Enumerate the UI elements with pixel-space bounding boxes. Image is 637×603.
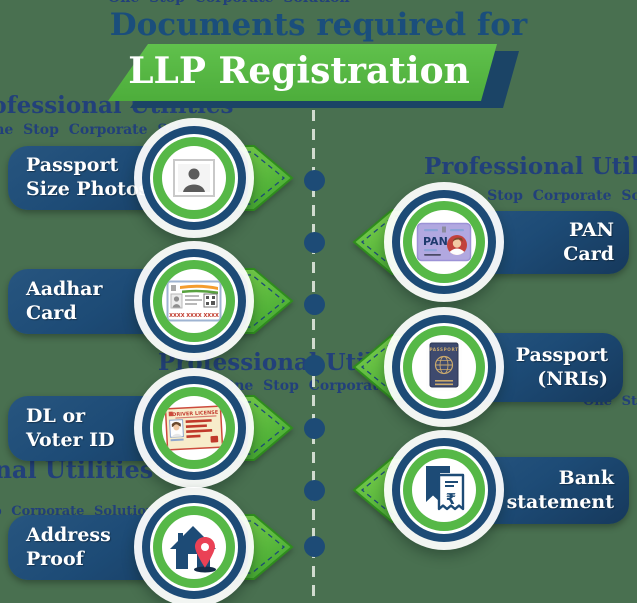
doc-label: Aadhar Card: [26, 277, 103, 324]
doc-circle: DRIVER LICENSE: [134, 368, 254, 488]
doc-label: PAN Card: [563, 218, 614, 265]
pan-card-icon: PAN: [416, 222, 472, 262]
address-proof-icon: [170, 526, 216, 573]
doc-circle: ₹: [384, 430, 504, 550]
timeline-dot: [304, 294, 325, 315]
banner-title: LLP Registration: [128, 50, 470, 92]
doc-circle: [134, 487, 254, 603]
doc-label: Address Proof: [26, 523, 111, 570]
driver-license-icon: DRIVER LICENSE: [164, 405, 224, 451]
doc-circle: XXXX XXXX XXXX: [134, 241, 254, 361]
svg-text:XXXX XXXX XXXX: XXXX XXXX XXXX: [169, 313, 219, 319]
timeline-dot: [304, 232, 325, 253]
banner-green: [108, 44, 497, 101]
svg-text:DRIVER LICENSE: DRIVER LICENSE: [172, 410, 219, 418]
banner-ribbon: [108, 44, 519, 108]
doc-label: Passport Size Photos: [26, 154, 150, 200]
timeline-dot: [304, 536, 325, 557]
timeline-dot: [304, 418, 325, 439]
watermark-tagline: One Stop Corporate Solution: [108, 0, 350, 6]
doc-label: Bank statement: [506, 466, 614, 513]
passport-photo-icon: [173, 159, 215, 197]
page-title: Documents required for: [109, 7, 528, 43]
aadhaar-card-icon: XXXX XXXX XXXX: [166, 280, 222, 322]
doc-label: DL or Voter ID: [26, 404, 115, 451]
doc-circle: [134, 118, 254, 238]
doc-label: Passport (NRIs): [515, 343, 608, 390]
doc-circle: PASSPORT: [384, 307, 504, 427]
passport-book-icon: PASSPORT: [426, 341, 462, 391]
svg-text:PAN: PAN: [423, 235, 448, 248]
timeline-dot: [304, 170, 325, 191]
timeline-dot: [304, 480, 325, 501]
doc-circle: PAN: [384, 182, 504, 302]
bank-statement-icon: ₹: [426, 466, 465, 511]
svg-text:PASSPORT: PASSPORT: [429, 347, 458, 352]
timeline-dot: [304, 355, 325, 376]
watermark-tagline: One Stop Corporate Solution: [446, 188, 637, 204]
svg-text:₹: ₹: [446, 490, 456, 508]
watermark-brand: Professional Utilities: [424, 153, 637, 180]
